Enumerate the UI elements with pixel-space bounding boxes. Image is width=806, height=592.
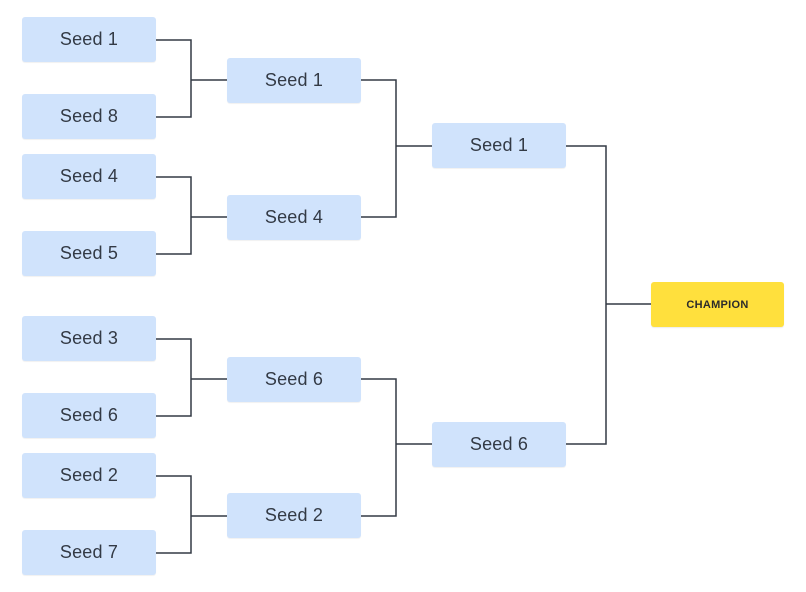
seed-label: Seed 4: [264, 207, 324, 227]
connector-final: [566, 145, 651, 445]
round1-seed-8-box[interactable]: Seed 8: [22, 94, 156, 139]
seed-label: Seed 8: [59, 106, 119, 126]
champion-box[interactable]: CHAMPION: [651, 282, 784, 327]
seed-label: Seed 7: [59, 542, 119, 562]
round3-seed-1-box[interactable]: Seed 1: [432, 123, 566, 168]
seed-label: Seed 1: [264, 70, 324, 90]
connector-r1-seed4-seed5: [156, 176, 227, 255]
seed-label: Seed 5: [59, 243, 119, 263]
round1-seed-6-box[interactable]: Seed 6: [22, 393, 156, 438]
connector-r1-seed3-seed6: [156, 338, 227, 417]
seed-label: Seed 1: [59, 29, 119, 49]
round1-seed-3-box[interactable]: Seed 3: [22, 316, 156, 361]
round3-seed-6-box[interactable]: Seed 6: [432, 422, 566, 467]
round2-seed-6-box[interactable]: Seed 6: [227, 357, 361, 402]
round2-seed-4-box[interactable]: Seed 4: [227, 195, 361, 240]
round2-seed-1-box[interactable]: Seed 1: [227, 58, 361, 103]
connector-r2-bottom: [361, 378, 432, 517]
connector-r2-top: [361, 79, 432, 218]
seed-label: Seed 2: [264, 505, 324, 525]
round1-seed-4-box[interactable]: Seed 4: [22, 154, 156, 199]
round1-seed-2-box[interactable]: Seed 2: [22, 453, 156, 498]
round1-seed-5-box[interactable]: Seed 5: [22, 231, 156, 276]
round1-seed-1-box[interactable]: Seed 1: [22, 17, 156, 62]
seed-label: Seed 1: [469, 135, 529, 155]
round2-seed-2-box[interactable]: Seed 2: [227, 493, 361, 538]
seed-label: Seed 4: [59, 166, 119, 186]
seed-label: Seed 2: [59, 465, 119, 485]
round1-seed-7-box[interactable]: Seed 7: [22, 530, 156, 575]
seed-label: Seed 6: [59, 405, 119, 425]
seed-label: Seed 3: [59, 328, 119, 348]
connector-r1-seed1-seed8: [156, 39, 227, 118]
seed-label: Seed 6: [264, 369, 324, 389]
connector-r1-seed2-seed7: [156, 475, 227, 554]
champion-label: CHAMPION: [686, 298, 749, 311]
seed-label: Seed 6: [469, 434, 529, 454]
